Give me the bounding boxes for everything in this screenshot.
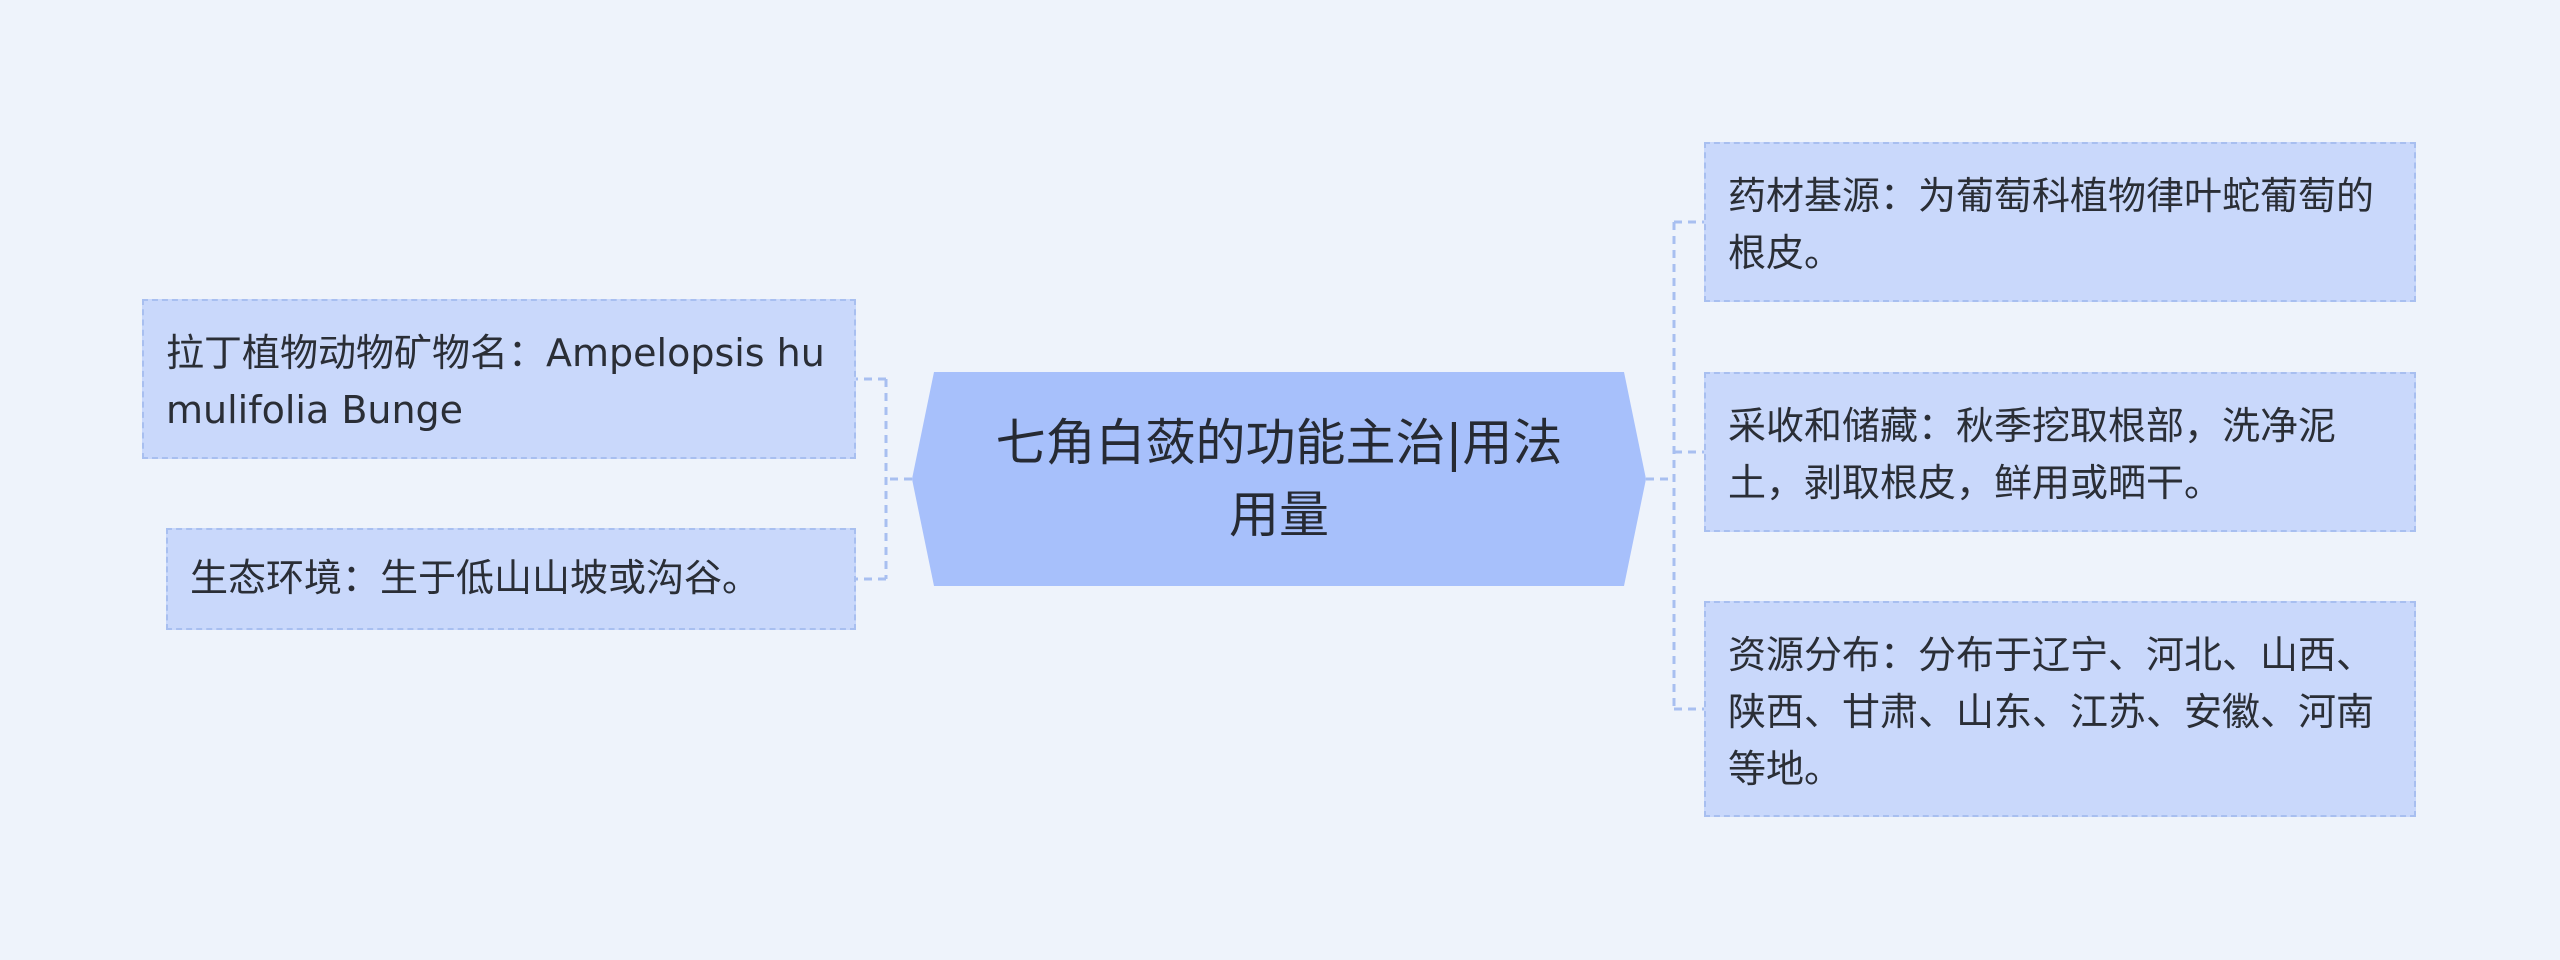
central-topic-node[interactable]: 七角白蔹的功能主治|用法用量 <box>912 372 1646 586</box>
topic-distribution[interactable]: 资源分布：分布于辽宁、河北、山西、陕西、甘肃、山东、江苏、安徽、河南等地。 <box>1704 601 2416 817</box>
central-topic-shape <box>912 372 1646 586</box>
topic-harvest-storage[interactable]: 采收和储藏：秋季挖取根部，洗净泥土，剥取根皮，鲜用或晒干。 <box>1704 372 2416 532</box>
topic-habitat[interactable]: 生态环境：生于低山山坡或沟谷。 <box>166 528 856 630</box>
topic-latin-name[interactable]: 拉丁植物动物矿物名：Ampelopsis humulifolia Bunge <box>142 299 856 459</box>
topic-medicinal-source[interactable]: 药材基源：为葡萄科植物律叶蛇葡萄的根皮。 <box>1704 142 2416 302</box>
central-topic-label: 七角白蔹的功能主治|用法用量 <box>995 414 1563 544</box>
